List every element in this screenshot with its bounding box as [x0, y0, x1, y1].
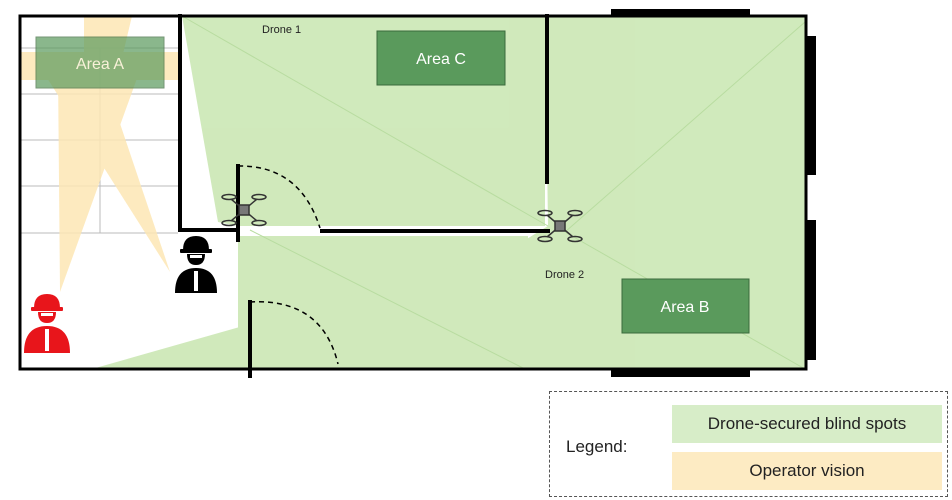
legend-title: Legend: — [566, 437, 628, 456]
door-arcs — [237, 165, 339, 365]
area-c-label: Area C — [416, 51, 466, 68]
operator-red-face — [41, 313, 53, 351]
area-b-label: Area B — [661, 299, 710, 316]
floor-plan-diagram: Area A Area C Area B Drone 1 — [18, 9, 816, 378]
area-a-box — [35, 36, 165, 89]
drone-2-label: Drone 2 — [545, 269, 584, 281]
walls — [18, 14, 808, 378]
operator-black-face — [190, 255, 202, 291]
drone-1-label: Drone 1 — [262, 24, 301, 36]
drone-2-icon — [537, 209, 583, 243]
area-c-box — [376, 30, 506, 86]
legend: Legend: Drone-secured blind spots Operat… — [549, 391, 948, 497]
legend-drone-secured: Drone-secured blind spots — [672, 405, 942, 443]
area-a-label: Area A — [76, 56, 124, 73]
area-b-box — [621, 278, 750, 334]
drone-1-icon — [221, 193, 267, 227]
legend-operator-vision: Operator vision — [672, 452, 942, 490]
windows — [611, 9, 816, 377]
